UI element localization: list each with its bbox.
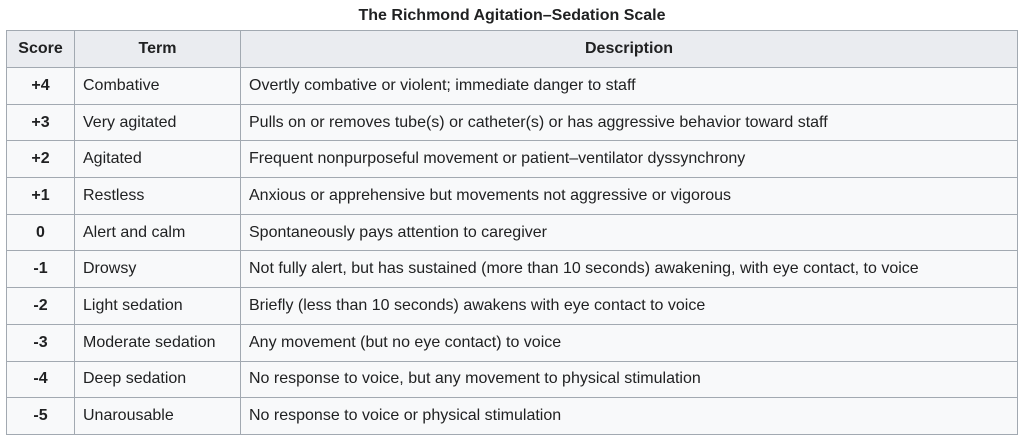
table-row: -1 Drowsy Not fully alert, but has susta… bbox=[6, 250, 1018, 289]
table-row: -2 Light sedation Briefly (less than 10 … bbox=[6, 287, 1018, 325]
table-header-row: Score Term Description bbox=[6, 30, 1018, 68]
table-row: +3 Very agitated Pulls on or removes tub… bbox=[6, 103, 1018, 142]
description-cell: Pulls on or removes tube(s) or catheter(… bbox=[240, 103, 1018, 142]
description-cell: Spontaneously pays attention to caregive… bbox=[240, 213, 1018, 252]
header-description: Description bbox=[240, 30, 1018, 68]
score-cell: -5 bbox=[6, 397, 75, 435]
score-cell: +2 bbox=[6, 140, 75, 179]
table-row: +1 Restless Anxious or apprehensive but … bbox=[6, 177, 1018, 215]
description-cell: Overtly combative or violent; immediate … bbox=[240, 67, 1018, 105]
score-cell: -1 bbox=[6, 250, 75, 289]
term-cell: Deep sedation bbox=[74, 360, 241, 399]
description-cell: No response to voice or physical stimula… bbox=[240, 397, 1018, 435]
description-cell: Anxious or apprehensive but movements no… bbox=[240, 177, 1018, 215]
term-cell: Alert and calm bbox=[74, 213, 241, 252]
term-cell: Restless bbox=[74, 177, 241, 215]
term-cell: Unarousable bbox=[74, 397, 241, 435]
term-cell: Drowsy bbox=[74, 250, 241, 289]
score-cell: +4 bbox=[6, 67, 75, 105]
table-row: -5 Unarousable No response to voice or p… bbox=[6, 397, 1018, 435]
table-row: -4 Deep sedation No response to voice, b… bbox=[6, 360, 1018, 399]
score-cell: -2 bbox=[6, 287, 75, 325]
description-cell: Briefly (less than 10 seconds) awakens w… bbox=[240, 287, 1018, 325]
table-caption: The Richmond Agitation–Sedation Scale bbox=[358, 7, 666, 24]
term-cell: Combative bbox=[74, 67, 241, 105]
description-cell: Not fully alert, but has sustained (more… bbox=[240, 250, 1018, 289]
description-cell: Frequent nonpurposeful movement or patie… bbox=[240, 140, 1018, 179]
term-cell: Very agitated bbox=[74, 103, 241, 142]
table-row: +2 Agitated Frequent nonpurposeful movem… bbox=[6, 140, 1018, 179]
score-cell: +1 bbox=[6, 177, 75, 215]
description-cell: No response to voice, but any movement t… bbox=[240, 360, 1018, 399]
rass-table: Score Term Description +4 Combative Over… bbox=[6, 30, 1018, 435]
table-row: -3 Moderate sedation Any movement (but n… bbox=[6, 323, 1018, 362]
score-cell: 0 bbox=[6, 213, 75, 252]
score-cell: +3 bbox=[6, 103, 75, 142]
table-row: 0 Alert and calm Spontaneously pays atte… bbox=[6, 213, 1018, 252]
term-cell: Light sedation bbox=[74, 287, 241, 325]
score-cell: -4 bbox=[6, 360, 75, 399]
description-cell: Any movement (but no eye contact) to voi… bbox=[240, 323, 1018, 362]
header-score: Score bbox=[6, 30, 75, 68]
term-cell: Agitated bbox=[74, 140, 241, 179]
score-cell: -3 bbox=[6, 323, 75, 362]
header-term: Term bbox=[74, 30, 241, 68]
term-cell: Moderate sedation bbox=[74, 323, 241, 362]
table-row: +4 Combative Overtly combative or violen… bbox=[6, 67, 1018, 105]
